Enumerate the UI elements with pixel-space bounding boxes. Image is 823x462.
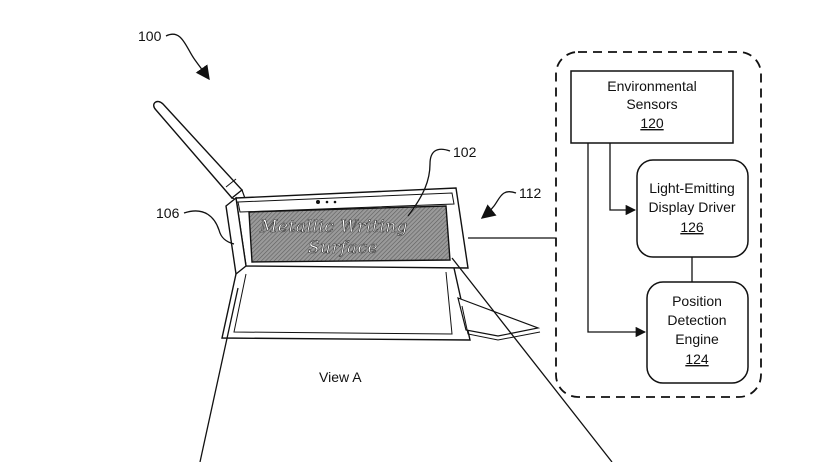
env-sensors-ref: 120	[640, 115, 664, 131]
view-caption: View A	[319, 369, 362, 385]
stylus	[153, 100, 249, 206]
display-driver-line2: Display Driver	[648, 199, 735, 215]
ref-label-112: 112	[519, 185, 542, 201]
position-engine-line2: Detection	[667, 312, 726, 328]
ref-106-leader	[183, 210, 235, 245]
position-engine-block: Position Detection Engine 124	[646, 281, 749, 384]
ref-102-leader	[407, 148, 451, 217]
environmental-sensors-block: Environmental Sensors 120	[570, 70, 734, 144]
ref-100-arrow	[165, 33, 210, 81]
display-driver-ref: 126	[680, 219, 704, 235]
display-driver-block: Light-Emitting Display Driver 126	[636, 159, 749, 258]
ref-label-106: 106	[156, 205, 180, 221]
surface-label-line2: Surface	[308, 238, 378, 258]
metallic-writing-surface	[248, 205, 451, 263]
sensors-to-driver-arrow	[609, 143, 637, 216]
position-engine-line1: Position	[672, 293, 722, 309]
system-boundary	[555, 51, 762, 398]
ref-label-102: 102	[453, 144, 477, 160]
surface-label-line1: Metallic Writing	[259, 217, 408, 237]
env-sensors-line1: Environmental	[607, 78, 697, 94]
tablet-device: Metallic Writing Surface	[221, 187, 541, 341]
position-engine-ref: 124	[685, 351, 709, 367]
display-driver-line1: Light-Emitting	[649, 180, 735, 196]
ref-112-arrow	[480, 191, 517, 219]
kickstand	[221, 267, 471, 341]
sensors-to-engine-arrow	[587, 143, 647, 338]
position-engine-line3: Engine	[675, 331, 719, 347]
zoom-line-left	[199, 287, 239, 462]
device-edge	[225, 196, 247, 276]
zoom-line-right	[451, 257, 613, 462]
ref-label-100: 100	[138, 28, 162, 44]
env-sensors-line2: Sensors	[626, 96, 677, 112]
